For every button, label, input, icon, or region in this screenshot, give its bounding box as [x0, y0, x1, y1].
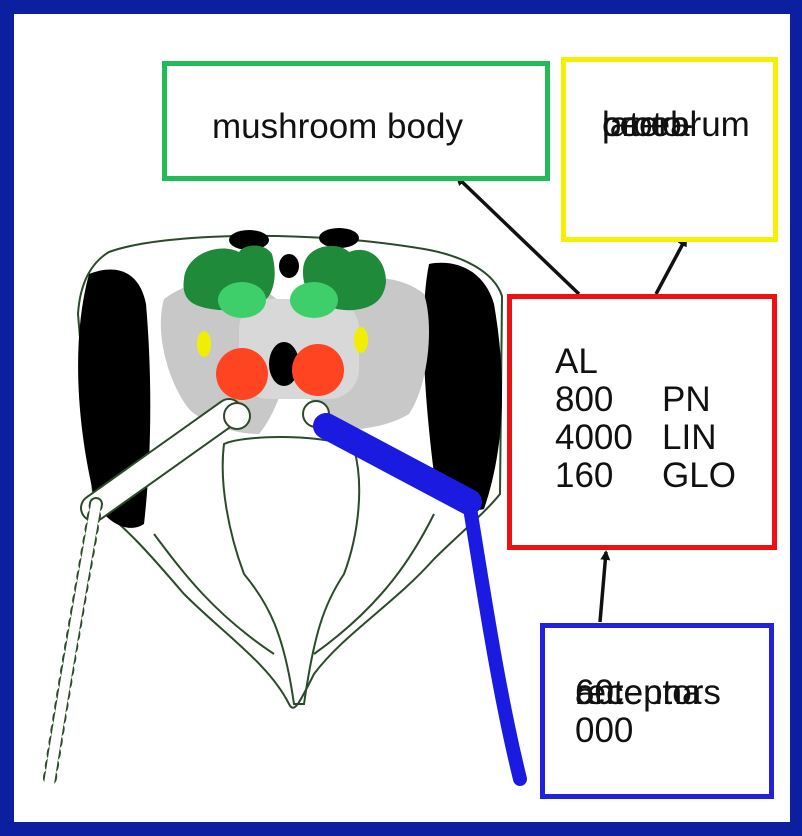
- al-count: 160: [555, 457, 662, 495]
- al-abbr: PN: [662, 380, 711, 419]
- al-title: AL: [555, 343, 598, 381]
- label-line: receptors: [575, 674, 721, 712]
- mushroom-body-box: mushroom body: [162, 61, 550, 181]
- left-antennal-lobe: [216, 348, 268, 400]
- left-calyx: [218, 282, 266, 318]
- al-abbr: GLO: [662, 456, 736, 495]
- left-lateral-protocerebrum: [197, 331, 211, 357]
- right-lateral-protocerebrum: [354, 327, 368, 353]
- mushroom-body-label: mushroom body: [212, 108, 463, 146]
- left-antenna-socket: [224, 403, 250, 429]
- antenna-box: antenna 60 000 receptors: [540, 623, 774, 799]
- lateral-protocerebrum-box: lateral proto- cerebrum: [561, 57, 778, 242]
- arrow-antenna-to-al: [600, 552, 606, 622]
- central-ocellus: [279, 254, 299, 278]
- label-line: cerebrum: [602, 106, 750, 144]
- al-count: 4000: [555, 419, 662, 457]
- figure-panel: mushroom body lateral proto- cerebrum AL…: [14, 14, 790, 822]
- arrow-to-lateral-protocerebrum: [656, 238, 686, 294]
- right-ocellus: [319, 228, 359, 248]
- left-antenna-flagellum-fill: [49, 504, 96, 784]
- al-count: 800: [555, 381, 662, 419]
- right-calyx: [290, 282, 338, 318]
- right-antennal-lobe: [292, 344, 344, 396]
- al-abbr: LIN: [662, 418, 716, 457]
